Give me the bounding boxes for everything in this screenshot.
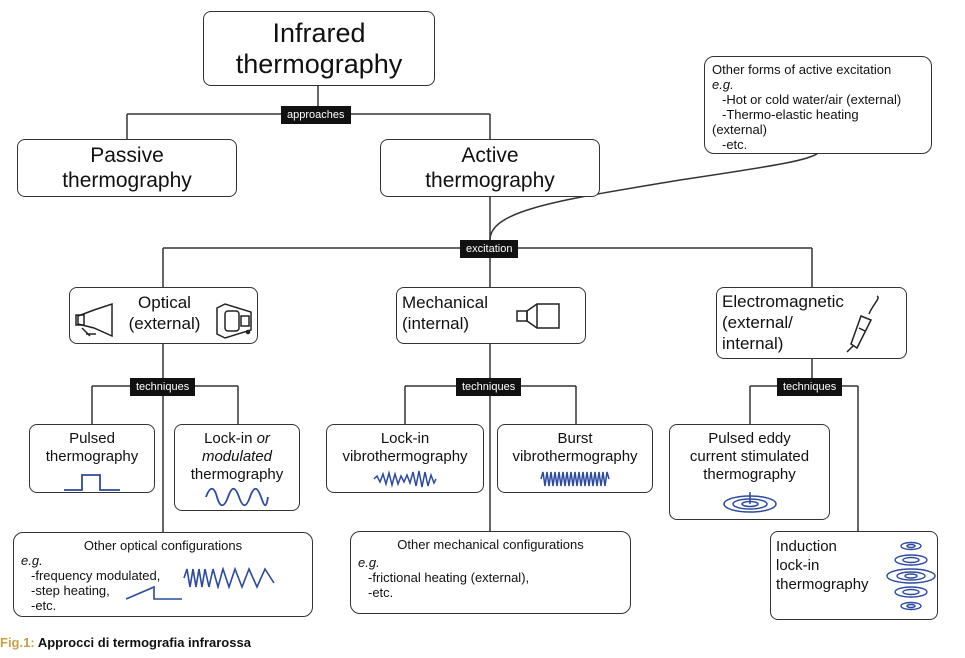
approaches-tag: approaches (281, 106, 351, 124)
other-optical-item-3: -etc. (31, 598, 57, 613)
mechanical-line1: Mechanical (402, 293, 488, 312)
flash-lamp-icon (216, 303, 252, 339)
burst-wave-icon (540, 471, 610, 487)
burst-vibrothermography-box: Burst vibrothermography (497, 424, 653, 493)
mechanical-box: Mechanical (internal) (396, 287, 586, 344)
lockin-line2: modulated (201, 448, 273, 465)
other-optical-configurations-box: Other optical configurations e.g. -frequ… (13, 532, 313, 617)
induction-line1: Induction (776, 538, 837, 555)
lockin-thermography-box: Lock-in or modulated thermography (174, 424, 300, 511)
root-line1: Infrared (272, 17, 366, 48)
other-optical-eg: e.g. (21, 553, 43, 568)
pulsed-eddy-current-box: Pulsed eddy current stimulated thermogra… (669, 424, 830, 520)
other-active-item-1: -Hot or cold water/air (external) (722, 92, 902, 107)
eddy-line3: thermography (703, 466, 796, 483)
other-mech-item-1: -frictional heating (external), (368, 570, 530, 585)
other-optical-item-2: -step heating, (31, 583, 110, 598)
root-line2: thermography (235, 48, 403, 79)
square-pulse-icon (64, 474, 120, 491)
eddy-line2: current stimulated (689, 448, 810, 465)
lockin-line3: thermography (190, 466, 284, 483)
lockin-or: or (256, 430, 270, 447)
active-line1: Active (461, 144, 519, 167)
induction-waves-icon (886, 541, 936, 611)
other-active-title: Other forms of active excitation (712, 62, 892, 77)
eddy-line1: Pulsed eddy (708, 430, 791, 447)
electromagnetic-box: Electromagnetic (external/ internal) (716, 287, 907, 359)
transducer-icon (516, 303, 560, 329)
infrared-thermography-box: Infrared thermography (203, 11, 435, 86)
passive-line1: Passive (90, 144, 164, 167)
burst-line1: Burst (557, 430, 593, 447)
other-active-excitation-box: Other forms of active excitation e.g. -H… (704, 56, 932, 154)
other-mech-item-2: -etc. (368, 585, 394, 600)
other-optical-title: Other optical configurations (83, 538, 243, 553)
lamp-icon (75, 302, 113, 338)
passive-thermography-box: Passive thermography (17, 139, 237, 197)
optical-line1: Optical (138, 293, 191, 312)
optical-line2: (external) (128, 314, 201, 333)
active-line2: thermography (425, 169, 555, 192)
excitation-tag: excitation (460, 240, 519, 258)
other-active-item-4: -etc. (722, 137, 748, 152)
other-mech-title: Other mechanical configurations (397, 537, 584, 552)
optical-box: Optical (external) (69, 287, 258, 344)
lockin-word: Lock-in (204, 430, 253, 447)
other-mechanical-configurations-box: Other mechanical configurations e.g. -fr… (350, 531, 631, 614)
lockin-line1: Lock-in or (204, 430, 270, 448)
other-active-item-3: (external) (712, 122, 767, 137)
em-line3: internal) (722, 334, 784, 353)
mechanical-techniques-tag: techniques (456, 378, 522, 396)
passive-line2: thermography (62, 169, 192, 192)
lockin-vibrothermography-box: Lock-in vibrothermography (326, 424, 484, 493)
pulsed-line1: Pulsed (69, 430, 115, 447)
induction-line2: lock-in (776, 557, 820, 574)
lockin-vibro-line1: Lock-in (380, 430, 430, 447)
frequency-modulated-wave-icon (183, 567, 275, 589)
pulsed-thermography-box: Pulsed thermography (29, 424, 155, 493)
other-mech-eg: e.g. (358, 555, 380, 570)
other-optical-item-1: -frequency modulated, (31, 568, 161, 583)
lockin-vibro-line2: vibrothermography (342, 448, 468, 465)
induction-lockin-box: Induction lock-in thermography (770, 531, 938, 620)
modulated-vibration-icon (373, 470, 437, 488)
other-active-item-2: -Thermo-elastic heating (722, 107, 859, 122)
induction-coil-icon (846, 295, 879, 353)
em-line2: (external/ (722, 313, 793, 332)
em-line1: Electromagnetic (722, 292, 844, 311)
step-heating-icon (125, 585, 182, 600)
mechanical-line2: (internal) (402, 314, 470, 333)
em-techniques-tag: techniques (777, 378, 843, 396)
other-active-eg: e.g. (712, 77, 734, 92)
caption-fig-label: Fig.1: (0, 635, 35, 650)
caption-text: Approcci di termografia infrarossa (37, 635, 251, 650)
burst-line2: vibrothermography (512, 448, 638, 465)
pulsed-line2: thermography (45, 448, 139, 465)
active-thermography-box: Active thermography (380, 139, 600, 197)
figure-caption: Fig.1: Approcci di termografia infraross… (0, 635, 251, 650)
sine-wave-icon (205, 487, 269, 507)
eddy-current-icon (722, 492, 777, 513)
induction-line3: thermography (776, 576, 869, 593)
optical-techniques-tag: techniques (130, 378, 196, 396)
